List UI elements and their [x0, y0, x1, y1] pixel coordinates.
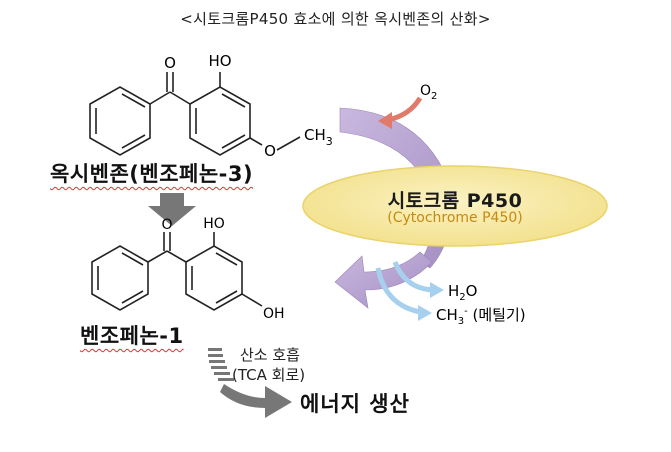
- benzophenone1-structure: [91, 232, 263, 311]
- enzyme-name-en: (Cytochrome P450): [387, 210, 523, 226]
- output-arrows: [375, 261, 444, 321]
- c2-carbonyl-o: O: [161, 217, 172, 233]
- conversion-arrow: [148, 193, 196, 226]
- respiration-line1: 산소 호흡: [240, 346, 300, 364]
- oxybenzone-structure: [89, 72, 301, 156]
- c2-hydroxyl-label-2: OH: [263, 306, 285, 322]
- compound1-name: 옥시벤존(벤조페논-3): [50, 162, 254, 186]
- diagram-title: <시토크롬P450 효소에 의한 옥시벤존의 산화>: [180, 10, 491, 28]
- energy-arrow: [208, 348, 292, 418]
- o2-input-arrow: [378, 96, 423, 129]
- c1-ether-o: O: [264, 142, 276, 160]
- energy-production-label: 에너지 생산: [300, 392, 410, 416]
- c2-hydroxyl-label: HO: [203, 216, 225, 232]
- respiration-line2: (TCA 회로): [232, 366, 306, 384]
- h2o-label: H2O: [448, 282, 477, 303]
- enzyme-ellipse: [302, 165, 608, 247]
- enzyme-name: 시토크롬 P450: [387, 190, 523, 212]
- c1-carbonyl-o: O: [164, 54, 176, 72]
- c1-methyl-label: CH3: [304, 126, 333, 148]
- c1-hydroxyl-label: HO: [208, 52, 231, 70]
- compound2-name: 벤조페논-1: [80, 324, 184, 348]
- o2-label: O2: [420, 83, 437, 102]
- methyl-group-label: CH3- (메틸기): [436, 306, 526, 327]
